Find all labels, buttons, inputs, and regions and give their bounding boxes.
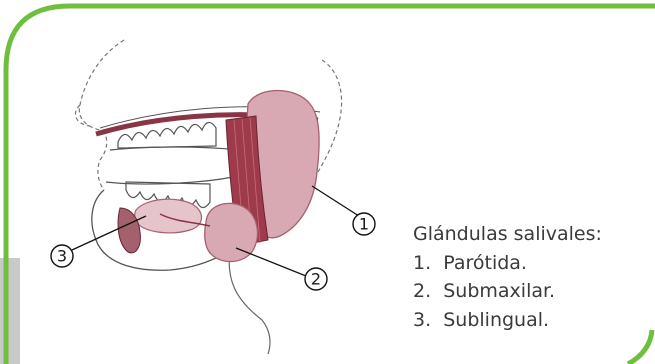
- nose-outline: [75, 105, 90, 126]
- legend-title: Glándulas salivales:: [413, 220, 602, 249]
- legend-item: 1. Parótida.: [413, 249, 602, 278]
- legend-item: 3. Sublingual.: [413, 306, 602, 335]
- legend: Glándulas salivales: 1. Parótida. 2. Sub…: [413, 220, 602, 334]
- legend-item-label: Sublingual.: [443, 309, 549, 331]
- legend-item: 2. Submaxilar.: [413, 277, 602, 306]
- callout-3-label: 3: [57, 247, 67, 266]
- legend-item-number: 2.: [413, 280, 431, 302]
- callout-3: 3: [51, 245, 73, 267]
- ear-outline: [318, 60, 342, 172]
- callout-1-label: 1: [359, 215, 369, 234]
- legend-item-label: Parótida.: [443, 252, 527, 274]
- callout-1: 1: [353, 213, 375, 235]
- face-profile-outline: [79, 40, 124, 190]
- leader-line-1: [312, 186, 362, 218]
- callout-2-label: 2: [311, 270, 321, 289]
- legend-item-number: 3.: [413, 309, 431, 331]
- leader-line-2: [236, 248, 306, 276]
- callout-2: 2: [305, 268, 327, 290]
- neck-outline: [229, 250, 270, 354]
- legend-list: 1. Parótida. 2. Submaxilar. 3. Sublingua…: [413, 249, 602, 335]
- legend-item-number: 1.: [413, 252, 431, 274]
- legend-item-label: Submaxilar.: [443, 280, 555, 302]
